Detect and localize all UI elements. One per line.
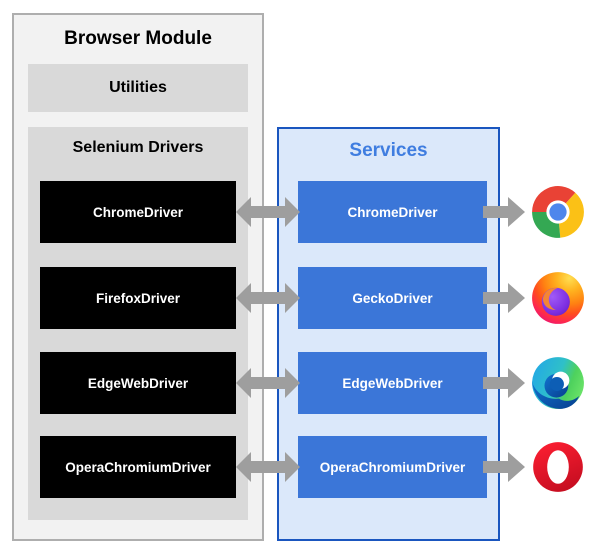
bidirectional-arrow-row4: [236, 452, 300, 482]
opera-icon: [533, 442, 583, 492]
driver-label: OperaChromiumDriver: [65, 459, 211, 475]
right-arrow-row2: [483, 283, 525, 313]
utilities-box: Utilities: [28, 64, 248, 112]
service-box-geckodriver: GeckoDriver: [298, 267, 487, 329]
driver-label: FirefoxDriver: [95, 290, 181, 306]
bidirectional-arrow-row3: [236, 368, 300, 398]
service-label: OperaChromiumDriver: [319, 459, 466, 475]
service-box-operachromiumdriver: OperaChromiumDriver: [298, 436, 487, 498]
driver-box-edgewebdriver: EdgeWebDriver: [40, 352, 236, 414]
selenium-drivers-title: Selenium Drivers: [72, 139, 204, 156]
right-arrow-row1: [483, 197, 525, 227]
services-title: Services: [349, 140, 428, 161]
bidirectional-arrow-row2: [236, 283, 300, 313]
chrome-icon: [532, 186, 584, 238]
firefox-icon: [532, 272, 584, 324]
service-label: ChromeDriver: [347, 204, 438, 220]
driver-box-firefoxdriver: FirefoxDriver: [40, 267, 236, 329]
bidirectional-arrow-row1: [236, 197, 300, 227]
right-arrow-row3: [483, 368, 525, 398]
service-box-edgewebdriver: EdgeWebDriver: [298, 352, 487, 414]
selenium-drivers-section: Selenium Drivers ChromeDriver FirefoxDri…: [28, 127, 248, 520]
service-label: GeckoDriver: [352, 290, 433, 306]
driver-label: ChromeDriver: [92, 204, 184, 220]
browser-module-container: Browser Module Utilities Selenium Driver…: [12, 13, 264, 541]
utilities-label: Utilities: [109, 79, 167, 96]
driver-label: EdgeWebDriver: [87, 375, 189, 391]
driver-box-operachromiumdriver: OperaChromiumDriver: [40, 436, 236, 498]
service-box-chromedriver: ChromeDriver: [298, 181, 487, 243]
right-arrow-row4: [483, 452, 525, 482]
driver-box-chromedriver: ChromeDriver: [40, 181, 236, 243]
services-container: Services ChromeDriver GeckoDriver EdgeWe…: [277, 127, 500, 541]
service-label: EdgeWebDriver: [342, 375, 443, 391]
edge-icon: [532, 357, 584, 409]
browser-module-title: Browser Module: [64, 28, 212, 49]
